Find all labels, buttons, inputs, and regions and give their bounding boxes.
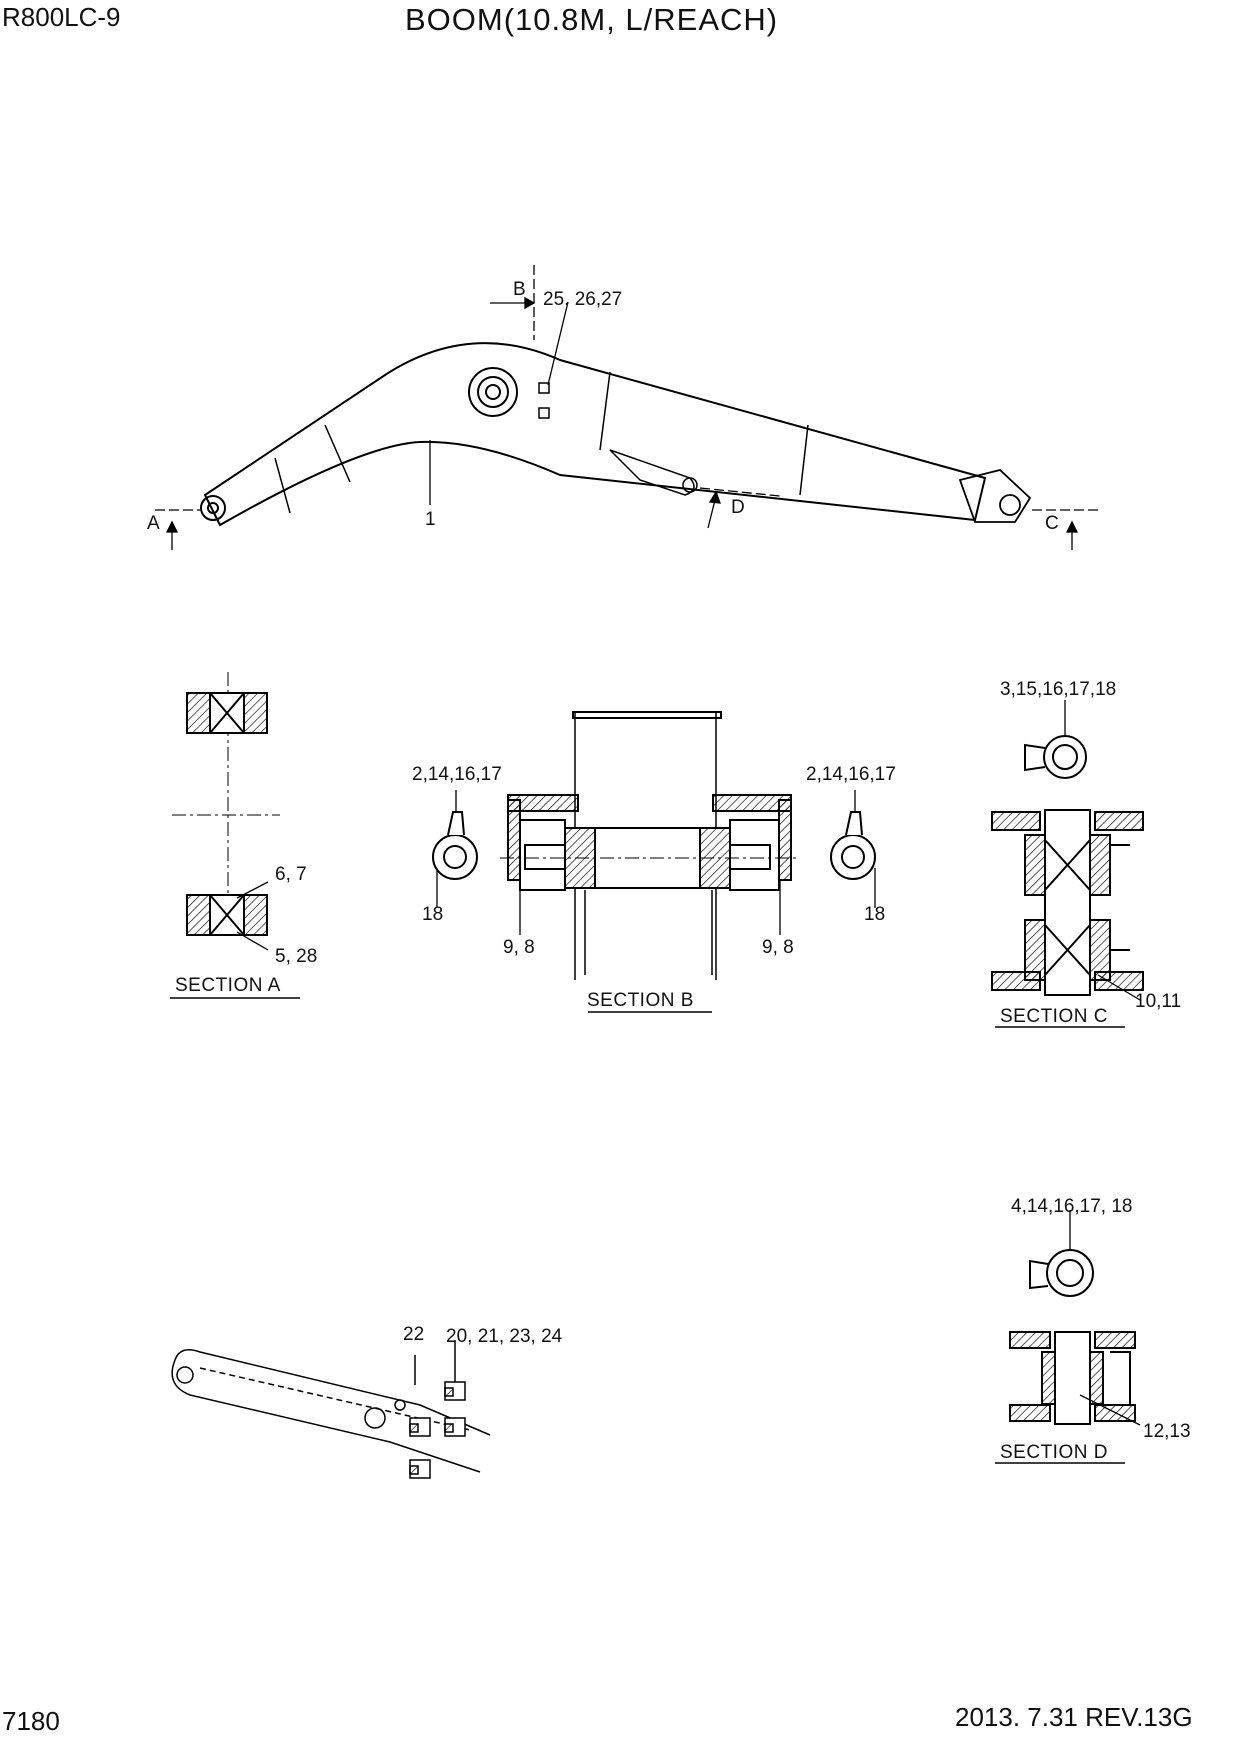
boom-cylinder-boss: [468, 367, 518, 417]
view-letter-c: C: [1045, 513, 1059, 534]
section-a-callout-upper: 6, 7: [275, 864, 307, 885]
view-letter-d: D: [731, 497, 745, 518]
section-d-drawing: [995, 1210, 1141, 1464]
detail-callout-left: 22: [403, 1324, 425, 1345]
boom-main-view: [200, 342, 1032, 527]
section-b-callout-right-pin: 9, 8: [762, 937, 794, 958]
boom-tip-bracket: [958, 469, 1032, 523]
section-c-fitting: [1043, 735, 1087, 779]
boom-tip-pin: [999, 494, 1021, 516]
section-b-callout-right-top: 2,14,16,17: [806, 764, 896, 785]
section-b-right-fitting: [830, 834, 876, 880]
section-b-title: SECTION B: [587, 990, 694, 1011]
section-a-callout-lower: 5, 28: [275, 946, 318, 967]
section-d-fitting: [1046, 1249, 1094, 1297]
section-c-title: SECTION C: [1000, 1006, 1108, 1027]
section-b-left-fitting: [432, 834, 478, 880]
section-d-title: SECTION D: [1000, 1442, 1108, 1463]
section-a-drawing: [170, 672, 300, 999]
section-a-title: SECTION A: [175, 975, 281, 996]
main-view-leaders: [155, 265, 1100, 550]
revision-date: 2013. 7.31 REV.13G: [955, 1702, 1193, 1732]
section-d-callout-bottom: 12,13: [1143, 1421, 1191, 1442]
boom-outline: [203, 342, 987, 527]
view-letter-a: A: [147, 513, 160, 534]
section-b-callout-right-bottom: 18: [864, 904, 886, 925]
callout-grease-top: 25, 26,27: [543, 289, 623, 310]
model-code: R800LC-9: [2, 2, 121, 32]
detail-view-drawing: [171, 1340, 491, 1479]
page-title: BOOM(10.8M, L/REACH): [405, 2, 779, 37]
boom-foot-pin: [200, 495, 226, 521]
section-c-callout-top: 3,15,16,17,18: [1000, 679, 1117, 700]
section-c-drawing: [991, 700, 1144, 1028]
section-c-callout-bottom: 10,11: [1135, 991, 1182, 1012]
section-d-callout-top: 4,14,16,17, 18: [1011, 1196, 1133, 1217]
section-b-drawing: [432, 711, 876, 1013]
section-b-callout-left-pin: 9, 8: [503, 937, 535, 958]
detail-callout-right: 20, 21, 23, 24: [446, 1326, 563, 1347]
page-number: 7180: [2, 1706, 60, 1736]
callout-boom: 1: [425, 509, 436, 530]
view-letter-b: B: [513, 279, 526, 300]
section-b-callout-left-bottom: 18: [422, 904, 444, 925]
section-b-callout-left-top: 2,14,16,17: [412, 764, 502, 785]
